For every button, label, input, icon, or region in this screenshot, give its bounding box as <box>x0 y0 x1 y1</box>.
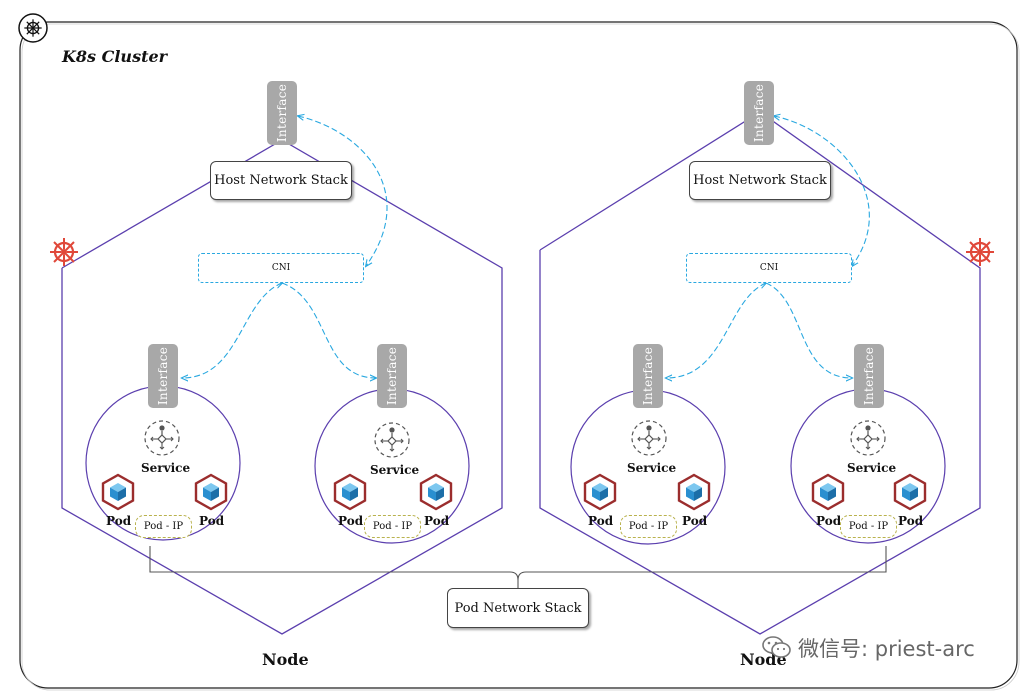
service-icon <box>374 422 410 458</box>
cni-link-pod-1b <box>281 282 376 378</box>
pod-group-interface-4: Interface <box>854 344 884 408</box>
pod-label: Pod <box>588 514 614 528</box>
service-icon <box>850 420 886 456</box>
pod-cube-icon <box>101 473 135 511</box>
pod-cube-icon <box>811 473 845 511</box>
cluster-title: K8s Cluster <box>62 47 168 66</box>
cni-link-pod-1a <box>182 283 282 378</box>
pod-network-bracket <box>149 546 887 581</box>
pod-group-interface-2: Interface <box>377 344 407 408</box>
pod-group-interface-3: Interface <box>633 344 663 408</box>
pod-ip-badge: Pod - IP <box>364 515 421 538</box>
node-1-kubernetes-icon <box>48 236 80 268</box>
pod-cube-icon <box>419 473 453 511</box>
pod-label: Pod <box>199 514 225 528</box>
pod-label: Pod <box>338 514 364 528</box>
service-label: Service <box>370 463 420 477</box>
cni-link-pod-2a <box>666 283 766 378</box>
pod-cube-icon <box>583 473 617 511</box>
pod-label: Pod <box>682 514 708 528</box>
pod-ip-badge: Pod - IP <box>620 515 677 538</box>
service-label: Service <box>141 461 191 475</box>
pod-group-interface-1: Interface <box>148 344 178 408</box>
host-interface-1: Interface <box>267 81 297 145</box>
pod-ip-badge: Pod - IP <box>135 515 192 538</box>
service-icon <box>631 420 667 456</box>
cluster-frame <box>19 21 1018 689</box>
host-network-stack-2: Host Network Stack <box>689 161 831 200</box>
cni-box-2: CNI <box>686 253 852 283</box>
host-network-stack-1: Host Network Stack <box>210 161 352 200</box>
service-icon <box>144 420 180 456</box>
pod-cube-icon <box>194 473 228 511</box>
pod-cube-icon <box>893 473 927 511</box>
pod-cube-icon <box>333 473 367 511</box>
cni-box-1: CNI <box>198 253 364 283</box>
host-interface-2: Interface <box>744 81 774 145</box>
pod-network-stack: Pod Network Stack <box>447 588 589 628</box>
node-2-kubernetes-icon <box>964 236 996 268</box>
service-label: Service <box>627 461 677 475</box>
watermark: 微信号: priest-arc <box>762 633 975 663</box>
pod-cube-icon <box>677 473 711 511</box>
cni-link-host-2 <box>774 116 870 266</box>
watermark-text: 微信号: priest-arc <box>798 637 975 661</box>
pod-ip-badge: Pod - IP <box>840 515 897 538</box>
cluster-kubernetes-icon <box>18 13 48 43</box>
node-1-outline <box>61 139 503 635</box>
cni-link-host-1 <box>298 116 388 266</box>
wechat-icon <box>762 636 791 658</box>
service-label: Service <box>847 461 897 475</box>
pod-label: Pod <box>106 514 132 528</box>
cluster-frame-shadow <box>21 23 1020 691</box>
node-1-label: Node <box>262 650 309 669</box>
pod-label: Pod <box>816 514 842 528</box>
cni-link-pod-2b <box>765 282 852 378</box>
pod-label: Pod <box>424 514 450 528</box>
pod-label: Pod <box>898 514 924 528</box>
